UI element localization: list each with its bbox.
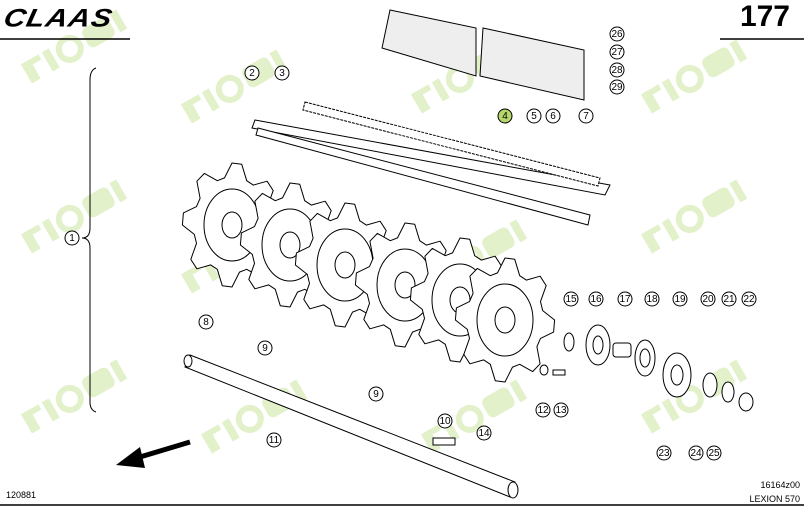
callout-9[interactable]: 9	[368, 386, 384, 402]
cutter-bar	[251, 101, 611, 226]
callout-label: 22	[743, 294, 755, 305]
callout-25[interactable]: 25	[706, 445, 722, 461]
callout-label: 8	[203, 317, 209, 328]
callout-label: 9	[373, 389, 379, 400]
drawing-id: 120881	[6, 490, 37, 500]
callout-6[interactable]: 6	[545, 108, 561, 124]
callout-22[interactable]: 22	[741, 291, 757, 307]
claas-logo: CLAAS	[1, 4, 116, 33]
callout-label: 10	[439, 416, 451, 427]
shaft-11	[183, 354, 519, 499]
callout-11[interactable]: 11	[266, 432, 282, 448]
watermark-logo	[641, 179, 748, 254]
callout-label: 29	[611, 82, 623, 93]
callout-23[interactable]: 23	[656, 445, 672, 461]
callout-1[interactable]: 1	[64, 230, 80, 246]
callout-label: 12	[537, 405, 549, 416]
callout-17[interactable]: 17	[617, 291, 633, 307]
callout-18[interactable]: 18	[644, 291, 660, 307]
sprocket-wheel	[454, 257, 556, 383]
callout-27[interactable]: 27	[609, 44, 625, 60]
callout-20[interactable]: 20	[700, 291, 716, 307]
callout-label: 7	[583, 111, 589, 122]
callout-label: 2	[249, 68, 255, 79]
callout-label: 18	[646, 294, 658, 305]
callout-label: 5	[531, 111, 537, 122]
wear-plate-29	[381, 9, 585, 101]
callout-label: 11	[269, 435, 280, 446]
callout-3[interactable]: 3	[274, 65, 290, 81]
callout-2[interactable]: 2	[244, 65, 260, 81]
callout-label: 25	[708, 448, 720, 459]
callout-label: 26	[611, 29, 623, 40]
callout-label: 3	[279, 68, 285, 79]
callout-14[interactable]: 14	[476, 425, 492, 441]
callout-7[interactable]: 7	[578, 108, 594, 124]
callout-9[interactable]: 9	[257, 340, 273, 356]
callout-19[interactable]: 19	[672, 291, 688, 307]
callout-28[interactable]: 28	[609, 62, 625, 78]
callout-label: 15	[565, 294, 577, 305]
callout-label: 6	[550, 111, 556, 122]
bearing-parts	[432, 324, 754, 446]
callout-label: 4	[502, 111, 508, 122]
callout-13[interactable]: 13	[553, 402, 569, 418]
callout-label: 16	[590, 294, 602, 305]
model-name: LEXION 570	[749, 494, 800, 504]
callout-label: 20	[702, 294, 714, 305]
callout-label: 24	[690, 448, 702, 459]
direction-arrow-icon	[116, 439, 191, 468]
callout-label: 27	[611, 47, 623, 58]
callout-12[interactable]: 12	[535, 402, 551, 418]
callout-24[interactable]: 24	[688, 445, 704, 461]
callout-label: 1	[69, 233, 75, 244]
callout-label: 17	[619, 294, 631, 305]
callout-16[interactable]: 16	[588, 291, 604, 307]
callout-label: 21	[723, 294, 735, 305]
callout-29[interactable]: 29	[609, 79, 625, 95]
callout-5[interactable]: 5	[526, 108, 542, 124]
callout-label: 28	[611, 65, 623, 76]
drawing-code: 16164z00	[760, 480, 800, 490]
callout-4[interactable]: 4	[497, 108, 513, 124]
callout-21[interactable]: 21	[721, 291, 737, 307]
callout-26[interactable]: 26	[609, 26, 625, 42]
callout-10[interactable]: 10	[437, 413, 453, 429]
watermark-logo	[181, 49, 288, 124]
watermark-logo	[21, 9, 128, 84]
watermark-logo	[21, 359, 128, 434]
group-bracket	[81, 67, 97, 413]
page-number: 177	[739, 0, 790, 33]
callout-15[interactable]: 15	[563, 291, 579, 307]
callout-label: 14	[478, 428, 490, 439]
callout-label: 23	[658, 448, 670, 459]
watermark-logo	[641, 39, 748, 114]
callout-8[interactable]: 8	[198, 314, 214, 330]
callout-label: 13	[555, 405, 567, 416]
callout-label: 9	[262, 343, 268, 354]
callout-label: 19	[674, 294, 686, 305]
